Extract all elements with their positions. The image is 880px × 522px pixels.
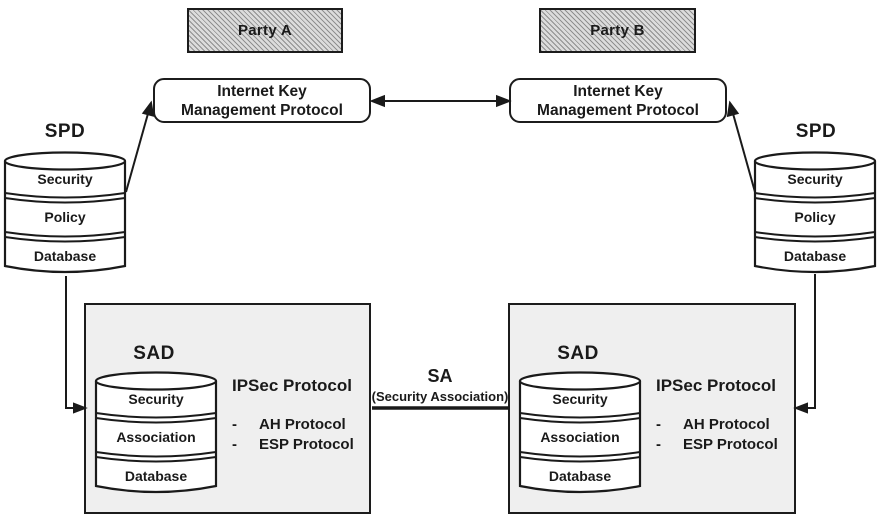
sad-b-title: SAD	[557, 343, 599, 364]
ikmp-b-line1: Internet Key	[573, 82, 663, 100]
sad-b-band-security: Security	[552, 391, 608, 407]
spd-a-band-policy: Policy	[44, 209, 86, 225]
sad-a-ah-protocol-item: - AH Protocol	[232, 415, 354, 435]
sad-a-ah-protocol-label: AH Protocol	[259, 416, 346, 433]
sad-a-band-association: Association	[116, 429, 196, 445]
spd-a-band-security: Security	[37, 171, 93, 187]
database-cylinder-icon	[518, 371, 642, 494]
spd-a-band-database: Database	[33, 248, 97, 264]
spd-b-band-database: Database	[783, 248, 847, 264]
spd-a-to-ikmp-a-line	[125, 109, 150, 193]
sad-b-esp-protocol-label: ESP Protocol	[683, 435, 778, 453]
bullet-dash: -	[232, 435, 237, 453]
sa-link-subtitle: (Security Association)	[371, 389, 509, 404]
party-a-box: Party A	[187, 8, 343, 53]
sad-a-band-security: Security	[128, 391, 184, 407]
sad-b-ah-protocol-item: - AH Protocol	[656, 415, 778, 435]
arrow-head-left-icon	[793, 402, 808, 414]
sad-b-ipsec-protocol-title: IPSec Protocol	[656, 376, 776, 395]
database-cylinder-icon	[94, 371, 218, 494]
spd-b-database-icon: Security Policy Database	[753, 151, 877, 277]
sad-b-band-association: Association	[540, 429, 620, 445]
sa-link-title: SA	[427, 366, 453, 386]
spd-a-database-icon: Security Policy Database	[3, 151, 127, 277]
sad-a-esp-protocol-label: ESP Protocol	[259, 435, 354, 453]
sad-b-esp-protocol-item: - ESP Protocol	[656, 435, 778, 455]
arrow-head-up-icon	[726, 100, 740, 118]
sad-b-panel: SAD Security Association Database IPSec …	[508, 303, 796, 514]
party-b-label: Party B	[590, 22, 645, 39]
spd-b-band-security: Security	[787, 171, 843, 187]
arrow-head-up-icon	[141, 100, 155, 117]
spd-b-band-policy: Policy	[794, 209, 836, 225]
ikmp-b-line2: Management Protocol	[537, 101, 699, 119]
sad-a-esp-protocol-item: - ESP Protocol	[232, 435, 354, 455]
bullet-dash: -	[656, 435, 661, 453]
sad-a-band-database: Database	[124, 468, 188, 484]
sad-a-title: SAD	[133, 343, 175, 364]
ikmp-b-box: Internet Key Management Protocol	[509, 78, 727, 123]
sad-a-database-icon: Security Association Database	[94, 371, 218, 497]
bullet-dash: -	[656, 416, 661, 433]
sad-b-band-database: Database	[548, 468, 612, 484]
sad-a-ipsec-protocol-items: - AH Protocol - ESP Protocol	[232, 415, 354, 454]
spd-b-to-sad-b-line	[806, 274, 816, 409]
ikmp-a-line1: Internet Key	[217, 82, 307, 100]
sad-b-ipsec-protocol-items: - AH Protocol - ESP Protocol	[656, 415, 778, 454]
arrow-head-left-icon	[369, 94, 385, 108]
spd-b-to-ikmp-b-line	[731, 109, 756, 193]
database-cylinder-icon	[3, 151, 127, 274]
sad-a-panel: SAD Security Association Database IPSec …	[84, 303, 371, 514]
sad-a-ipsec-protocol-title: IPSec Protocol	[232, 376, 352, 395]
spd-b-title: SPD	[795, 121, 837, 142]
party-b-box: Party B	[539, 8, 696, 53]
bullet-dash: -	[232, 416, 237, 433]
spd-a-to-sad-a-line	[65, 276, 75, 409]
arrow-head-right-icon	[496, 94, 512, 108]
ikmp-a-line2: Management Protocol	[181, 101, 343, 119]
ikmp-a-box: Internet Key Management Protocol	[153, 78, 371, 123]
party-a-label: Party A	[237, 22, 293, 39]
sad-b-database-icon: Security Association Database	[518, 371, 642, 497]
sad-b-ah-protocol-label: AH Protocol	[683, 416, 770, 433]
database-cylinder-icon	[753, 151, 877, 274]
spd-a-title: SPD	[44, 121, 86, 142]
